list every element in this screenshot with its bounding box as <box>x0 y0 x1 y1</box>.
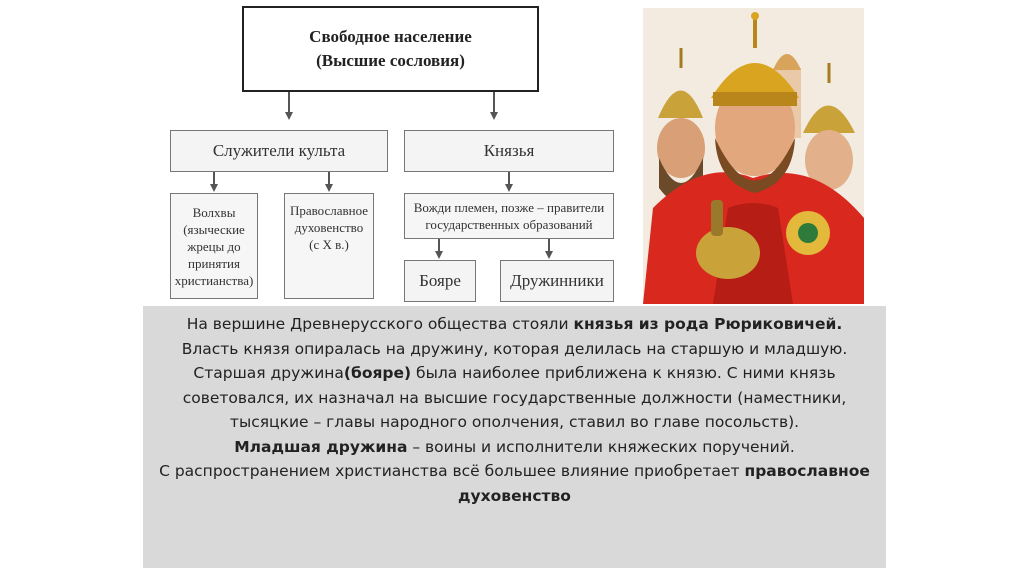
princes-rurikovichi: князья из рода Рюриковичей. <box>573 315 843 333</box>
volkhvy-line: принятия <box>188 255 240 271</box>
text-panel: На вершине Древнерусского общества стоял… <box>143 306 886 568</box>
volkhvy-line: христианства) <box>174 272 254 288</box>
orthodox-clergy-bold: православное духовенство <box>458 462 870 505</box>
orthodox-line: Православное <box>289 203 369 218</box>
arrow-icon <box>490 112 498 120</box>
text-span: На вершине Древнерусского общества стоял… <box>186 315 574 333</box>
text-span: С распространением христианства всё боль… <box>159 462 745 480</box>
volkhvy-box: Волхвы (языческие жрецы до принятия хрис… <box>170 193 258 299</box>
arrow-icon <box>210 184 218 192</box>
paragraph-senior-druzhina: Старшая дружина(бояре) была наиболее при… <box>153 361 876 435</box>
arrow-icon <box>505 184 513 192</box>
boyars-label: Бояре <box>419 271 461 290</box>
paragraph-junior-druzhina: Младшая дружина – воины и исполнители кн… <box>153 435 876 460</box>
connector-line <box>548 239 550 251</box>
paragraph-druzhina: Власть князя опиралась на дружину, котор… <box>181 339 848 358</box>
volkhvy-line: (языческие <box>183 221 245 237</box>
druzhinniki-box: Дружинники <box>500 260 614 302</box>
arrow-icon <box>435 251 443 259</box>
princes-box: Князья <box>404 130 614 172</box>
arrow-icon <box>545 251 553 259</box>
connector-line <box>328 172 330 184</box>
boyars-box: Бояре <box>404 260 476 302</box>
chiefs-line: Вожди племен, позже – правители <box>413 200 605 215</box>
connector-line <box>288 92 290 112</box>
paragraph-princes: На вершине Древнерусского общества стоял… <box>153 312 876 337</box>
volkhvy-line: жрецы до <box>187 238 241 254</box>
paragraph-christianity: С распространением христианства всё боль… <box>153 459 876 508</box>
orthodox-line: (с X в.) <box>309 237 349 252</box>
text-span: Старшая дружина <box>193 364 344 382</box>
chiefs-line: государственных образований <box>425 217 593 232</box>
tribal-chiefs-box: Вожди племен, позже – правители государс… <box>404 193 614 239</box>
arrow-icon <box>285 112 293 120</box>
connector-line <box>493 92 495 112</box>
connector-line <box>508 172 510 184</box>
junior-druzhina-bold: Младшая дружина <box>234 437 408 456</box>
druzhinniki-label: Дружинники <box>510 271 604 290</box>
boyars-bold: (бояре) <box>343 364 412 382</box>
orthodox-clergy-box: Православное духовенство (с X в.) <box>284 193 374 299</box>
text-span: была наиболее приближена к князю. С ними… <box>182 364 847 431</box>
higher-estates-subtitle: (Высшие сословия) <box>316 51 465 70</box>
clergy-box: Служители культа <box>170 130 388 172</box>
free-population-title: Свободное население <box>309 27 472 46</box>
princes-illustration <box>643 8 864 304</box>
free-population-box: Свободное население (Высшие сословия) <box>242 6 539 92</box>
connector-line <box>213 172 215 184</box>
clergy-label: Служители культа <box>212 141 346 160</box>
hierarchy-diagram: Свободное население (Высшие сословия) Сл… <box>160 0 620 305</box>
orthodox-line: духовенство <box>294 220 364 235</box>
connector-line <box>438 239 440 251</box>
volkhvy-line: Волхвы <box>192 204 236 220</box>
princes-label: Князья <box>483 141 535 160</box>
arrow-icon <box>325 184 333 192</box>
text-span: – воины и исполнители княжеских поручени… <box>407 437 795 456</box>
